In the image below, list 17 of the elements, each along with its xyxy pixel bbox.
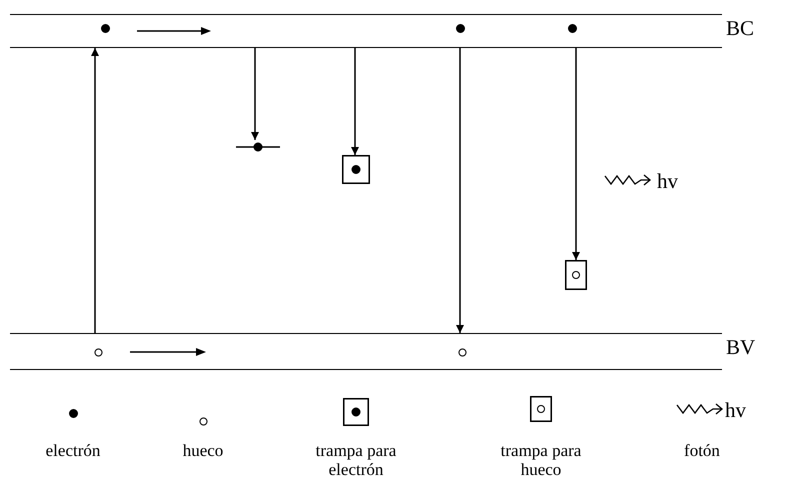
- arrow: [351, 48, 359, 155]
- arrow: [456, 48, 464, 333]
- hole-trap: [565, 260, 587, 290]
- legend-label: hueco: [182, 441, 224, 460]
- trap-level: [236, 140, 280, 154]
- arrow: [251, 48, 259, 140]
- band-label: BC: [726, 17, 754, 39]
- legend-label: trampa para electrón: [314, 441, 398, 479]
- arrow: [572, 48, 580, 260]
- legend-label: fotón: [683, 441, 721, 460]
- arrow: [91, 48, 99, 333]
- photon-label: hv: [725, 399, 746, 421]
- photon-label: hv: [657, 170, 678, 192]
- band-label: BV: [726, 336, 756, 358]
- legend-label: electrón: [44, 441, 102, 460]
- electron-trap: [342, 155, 370, 184]
- legend-label: trampa para hueco: [500, 441, 582, 479]
